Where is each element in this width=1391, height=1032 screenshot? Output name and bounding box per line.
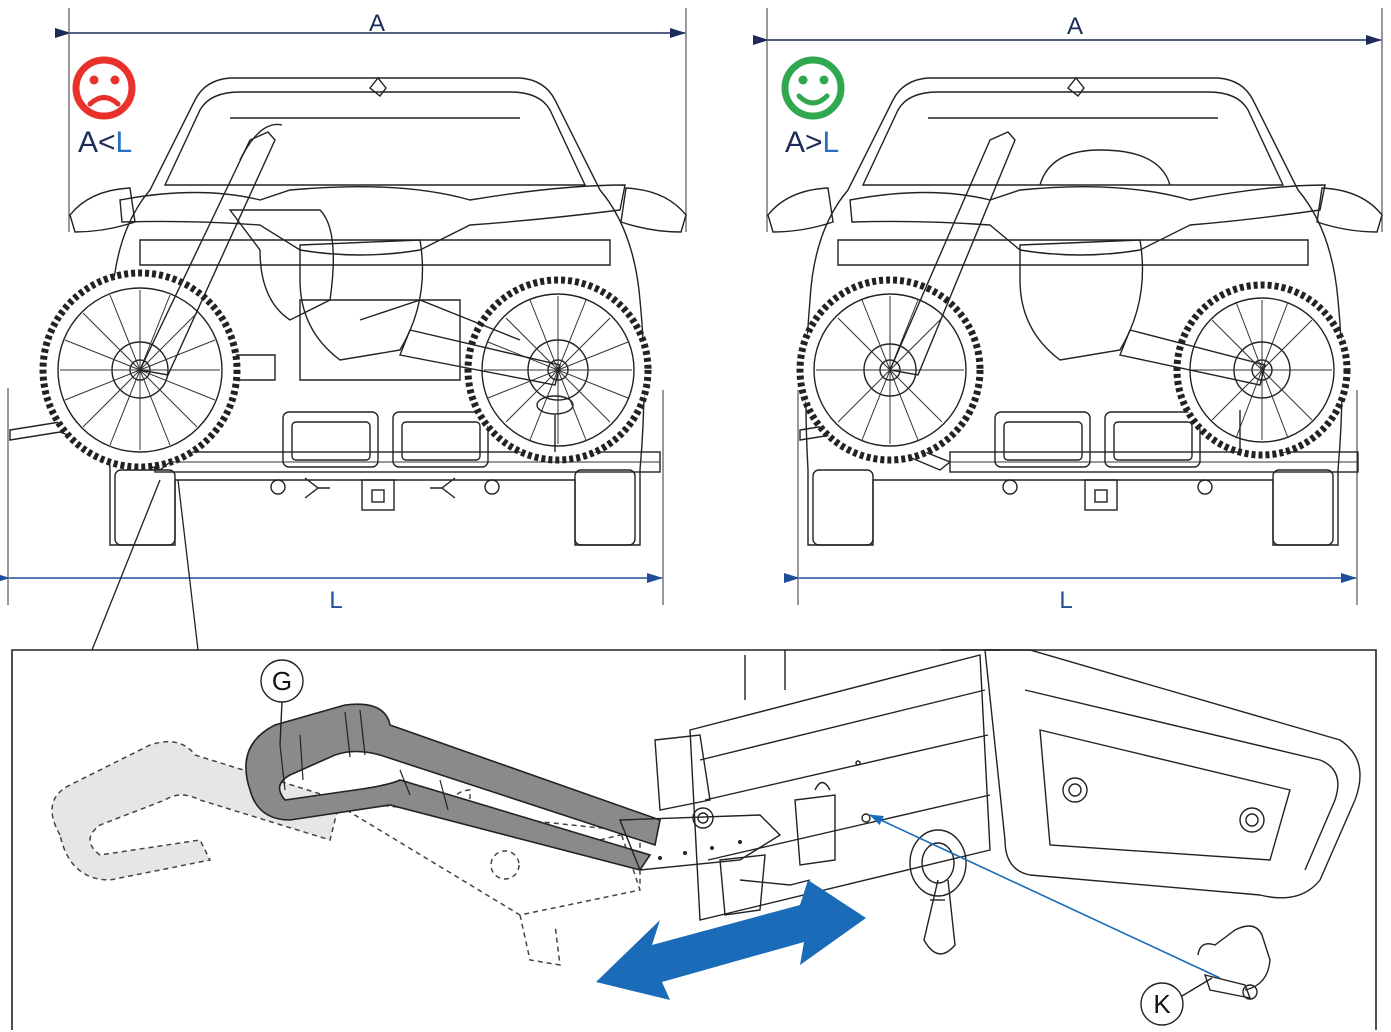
dimension-a-left: A (55, 8, 687, 232)
callout-k: K (1140, 977, 1213, 1026)
insert-arrow (869, 814, 1221, 979)
dimension-l-right: L (784, 390, 1358, 614)
dimension-l-left: L (0, 388, 664, 614)
happy-face-icon (781, 56, 845, 120)
loading-ramp (245, 703, 836, 916)
dimension-a-label: A (369, 10, 385, 37)
lock-ring (909, 829, 967, 955)
detail-panel: G K (11, 649, 1377, 1030)
right-panel: A A>L (753, 8, 1383, 614)
left-panel: A A<L (0, 8, 687, 614)
ramp-ghost (51, 740, 641, 966)
callout-g-label: G (272, 666, 292, 696)
comparison-right: A>L (785, 126, 839, 159)
motorcycle-right (796, 131, 1351, 464)
dimension-l-label: L (1059, 587, 1072, 614)
comparison-left: A<L (78, 126, 132, 159)
dimension-a-label: A (1067, 13, 1083, 40)
motorcycle-left (39, 123, 652, 471)
dimension-l-label: L (329, 587, 342, 614)
carrier-right (799, 411, 1359, 511)
rail-structure (689, 649, 1000, 921)
spring-pin (1197, 925, 1271, 1000)
callout-g: G (260, 659, 304, 746)
wheel-tray (984, 649, 1361, 899)
double-arrow-icon (596, 880, 866, 1000)
sad-face-icon (72, 56, 136, 120)
callout-k-label: K (1153, 989, 1171, 1019)
dimension-a-right: A (753, 8, 1383, 232)
zoom-lines (91, 479, 199, 651)
